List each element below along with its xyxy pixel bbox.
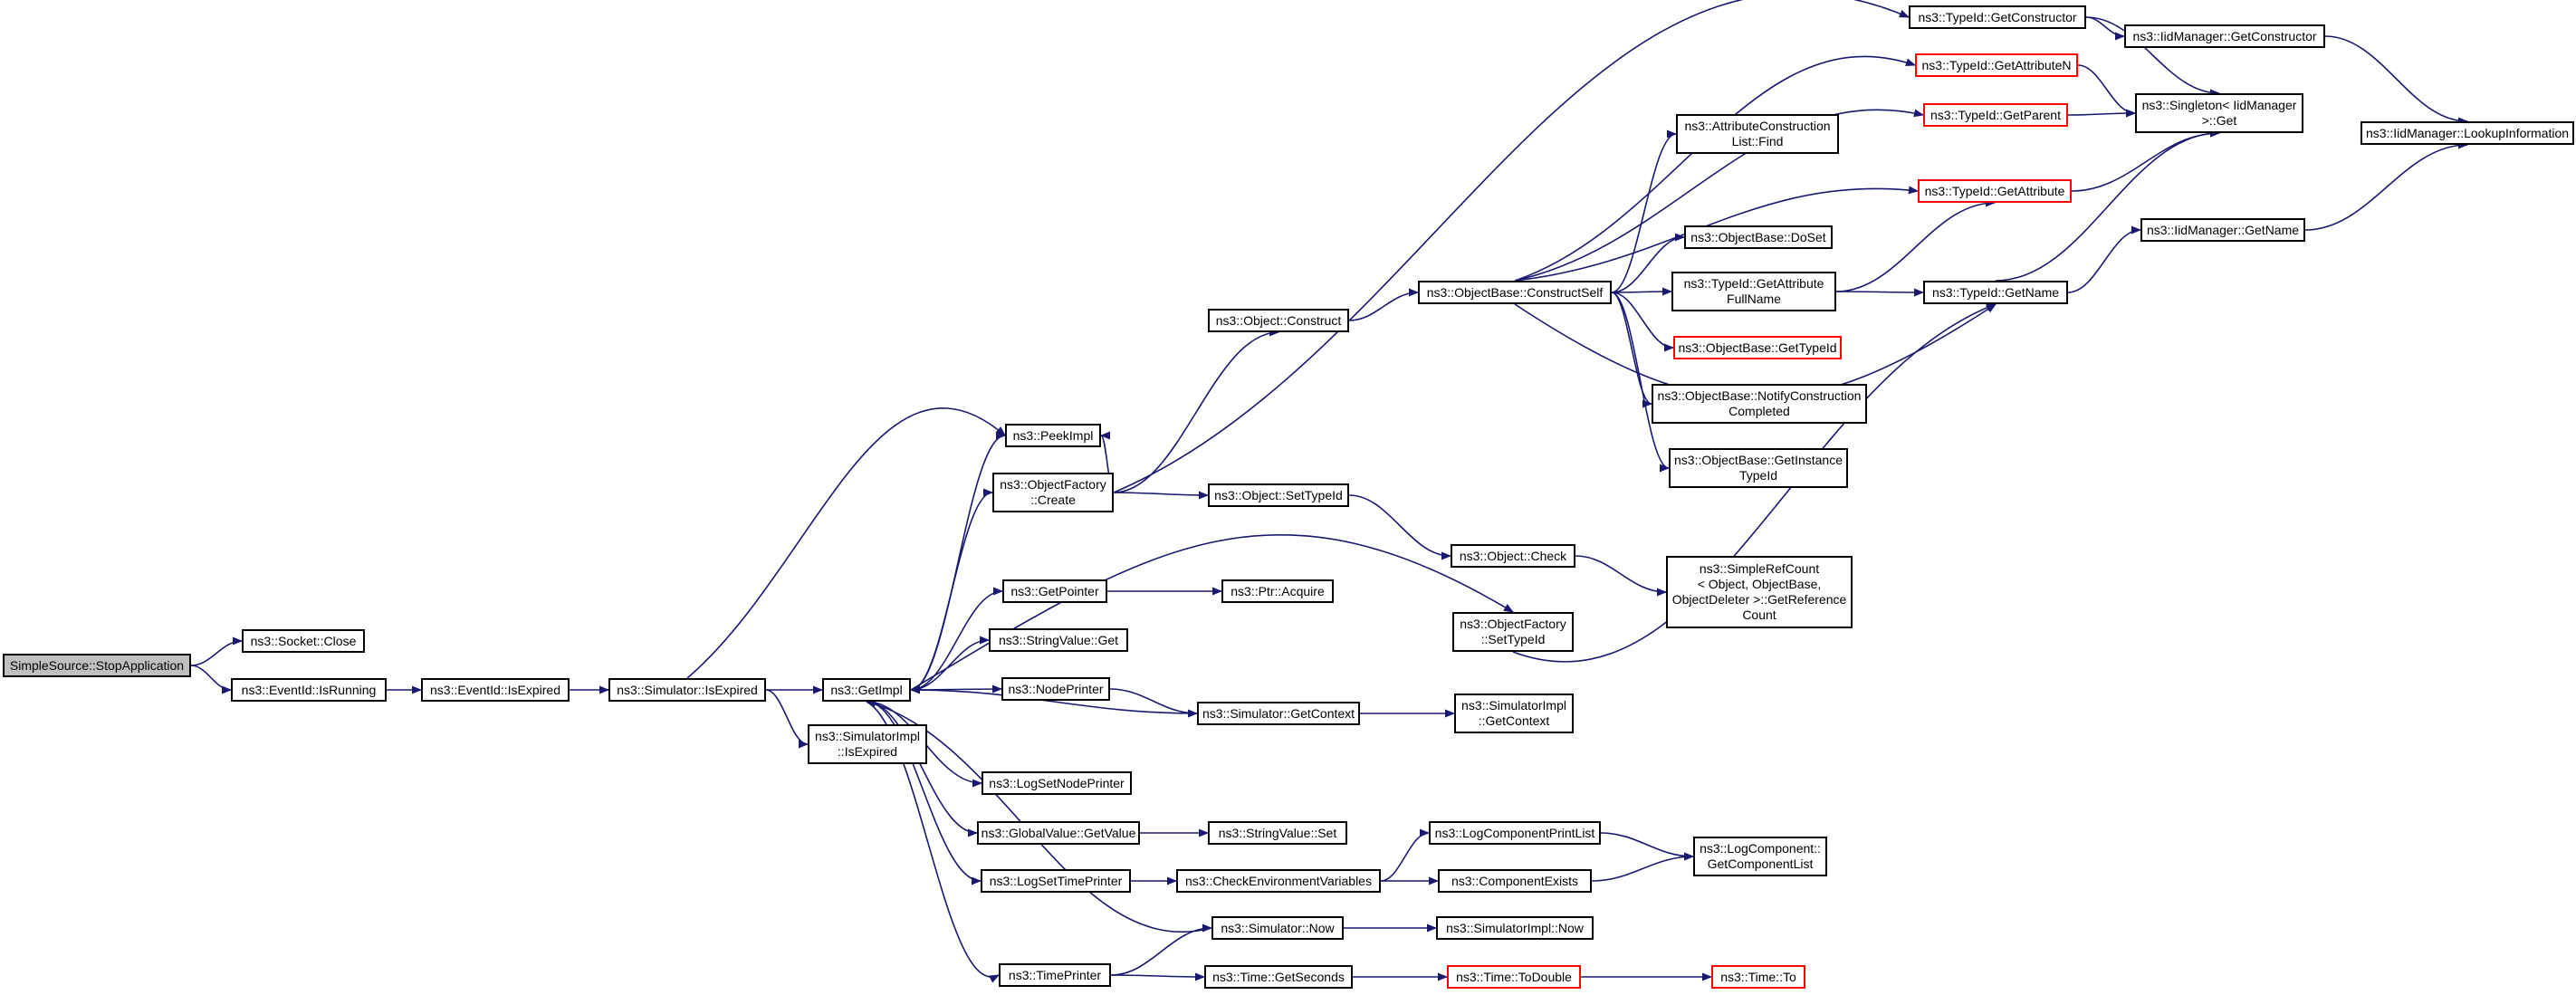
node-ptr-acquire[interactable]: ns3::Ptr::Acquire	[1221, 579, 1334, 603]
call-edge-object_construct-to-objectbase_constructself	[1348, 288, 1420, 321]
node-simulator-isexpired[interactable]: ns3::Simulator::IsExpired	[608, 678, 766, 702]
node-nodeprinter[interactable]: ns3::NodePrinter	[1001, 677, 1110, 701]
call-edge-object_check-to-simplerefcount_getreferencecount	[1575, 555, 1668, 597]
node-objectfactory-create[interactable]: ns3::ObjectFactory ::Create	[992, 473, 1114, 512]
call-edge-getimpl-to-objfactory_create	[910, 488, 994, 691]
node-simulatorimpl-getcontext[interactable]: ns3::SimulatorImpl ::GetContext	[1454, 694, 1574, 733]
call-edge-objectbase_constructself-to-attrconstructionlist_find	[1611, 129, 1678, 293]
call-edge-simulator_getcontext-to-getimpl	[909, 685, 1198, 714]
call-edge-object_settypeid-to-object_check	[1348, 494, 1452, 560]
call-edge-root-to-eventid_isrunning	[190, 665, 233, 694]
node-time-to[interactable]: ns3::Time::To	[1711, 965, 1805, 989]
call-edge-logcomponentprintlist-to-logcomponent_getcomponentlist	[1600, 832, 1695, 861]
call-edge-objectbase_constructself-to-objectbase_getinstancetypeid	[1611, 292, 1671, 473]
node-object-settypeid[interactable]: ns3::Object::SetTypeId	[1208, 483, 1349, 507]
call-edge-getimpl-to-logsettimeprinter	[866, 701, 982, 885]
node-objectbase-gettypeid[interactable]: ns3::ObjectBase::GetTypeId	[1673, 336, 1842, 359]
node-objectbase-notifyconstructioncompleted[interactable]: ns3::ObjectBase::NotifyConstruction Comp…	[1652, 384, 1867, 424]
node-globalvalue-getvalue[interactable]: ns3::GlobalValue::GetValue	[977, 821, 1140, 845]
node-socket-close[interactable]: ns3::Socket::Close	[242, 629, 365, 653]
node-objectbase-doset[interactable]: ns3::ObjectBase::DoSet	[1684, 225, 1833, 249]
call-edge-timeprinter-to-time_getseconds	[1110, 972, 1206, 981]
node-eventid-isexpired[interactable]: ns3::EventId::IsExpired	[421, 678, 570, 702]
node-simulator-getcontext[interactable]: ns3::Simulator::GetContext	[1197, 702, 1360, 725]
node-timeprinter[interactable]: ns3::TimePrinter	[999, 963, 1111, 987]
node-simplerefcount-getreferencecount[interactable]: ns3::SimpleRefCount < Object, ObjectBase…	[1666, 556, 1853, 628]
call-edge-objfactory_create-to-object_settypeid	[1113, 491, 1210, 500]
node-iidmanager-getname[interactable]: ns3::IidManager::GetName	[2140, 218, 2305, 242]
node-getimpl[interactable]: ns3::GetImpl	[822, 678, 911, 702]
node-simplesource-stopapplication[interactable]: SimpleSource::StopApplication	[3, 654, 191, 677]
call-edge-nodeprinter-to-simulator_getcontext	[1109, 688, 1199, 718]
call-edge-simulator_isexpired-to-simimpl_isexpired	[765, 689, 809, 749]
call-edge-getimpl-to-objfactory_settypeid	[910, 534, 1514, 691]
node-object-check[interactable]: ns3::Object::Check	[1451, 544, 1575, 568]
node-stringvalue-set[interactable]: ns3::StringValue::Set	[1208, 821, 1347, 845]
node-singleton-iidmanager-get[interactable]: ns3::Singleton< IidManager >::Get	[2135, 93, 2303, 133]
call-edge-root-to-socket_close	[190, 636, 244, 666]
call-edge-typeid_getattribute-to-singleton_iidmanager_get	[2071, 129, 2221, 192]
node-logsettimeprinter[interactable]: ns3::LogSetTimePrinter	[981, 869, 1131, 893]
node-logsetnodeprinter[interactable]: ns3::LogSetNodePrinter	[982, 771, 1132, 795]
node-iidmanager-lookupinformation[interactable]: ns3::IidManager::LookupInformation	[2361, 121, 2574, 145]
call-edge-typeid_getname-to-iidmanager_getname	[2067, 225, 2142, 293]
call-edge-getimpl-to-globalvalue_getvalue	[866, 701, 979, 837]
call-edge-typeid_getattributefullname-to-typeid_getattribute	[1835, 198, 1997, 292]
node-object-construct[interactable]: ns3::Object::Construct	[1208, 309, 1349, 332]
call-edge-simulator_isexpired-to-peekimpl	[686, 407, 1006, 679]
call-edge-objectbase_constructself-to-objectbase_gettypeid	[1611, 292, 1675, 352]
node-logcomponentprintlist[interactable]: ns3::LogComponentPrintList	[1429, 821, 1601, 845]
call-edge-objfactory_create-to-typeid_getconstructor	[1113, 0, 1910, 493]
node-attributeconstructionlist-find[interactable]: ns3::AttributeConstruction List::Find	[1676, 114, 1839, 154]
call-edge-objectbase_constructself-to-typeid_getattribute	[1514, 186, 1920, 282]
call-edge-componentexists-to-logcomponent_getcomponentlist	[1591, 852, 1695, 882]
node-typeid-getconstructor[interactable]: ns3::TypeId::GetConstructor	[1909, 5, 2086, 29]
node-simulatorimpl-now[interactable]: ns3::SimulatorImpl::Now	[1436, 916, 1594, 940]
call-edge-getimpl-to-getpointer	[910, 587, 1004, 691]
call-edge-checkenvvars-to-logcomponentprintlist	[1380, 828, 1431, 882]
call-edge-typeid_getname-to-singleton_iidmanager_get	[1995, 129, 2221, 282]
node-typeid-getattributen[interactable]: ns3::TypeId::GetAttributeN	[1915, 53, 2078, 77]
node-simulator-now[interactable]: ns3::Simulator::Now	[1211, 916, 1344, 940]
node-time-getseconds[interactable]: ns3::Time::GetSeconds	[1204, 965, 1353, 989]
node-peekimpl[interactable]: ns3::PeekImpl	[1005, 424, 1101, 447]
call-edge-objectbase_constructself-to-objectbase_notifyconstructioncompleted	[1611, 292, 1653, 408]
call-edge-objectbase_constructself-to-objectbase_doset	[1611, 233, 1686, 293]
call-edge-objfactory_create-to-object_construct	[1113, 328, 1280, 493]
node-objectfactory-settypeid[interactable]: ns3::ObjectFactory ::SetTypeId	[1452, 612, 1574, 652]
call-edge-iidmanager_getname-to-iidmanager_lookupinformation	[2304, 140, 2469, 231]
node-logcomponent-getcomponentlist[interactable]: ns3::LogComponent:: GetComponentList	[1693, 837, 1827, 876]
node-time-todouble[interactable]: ns3::Time::ToDouble	[1447, 965, 1581, 989]
node-eventid-isrunning[interactable]: ns3::EventId::IsRunning	[231, 678, 387, 702]
node-iidmanager-getconstructor[interactable]: ns3::IidManager::GetConstructor	[2124, 24, 2325, 48]
call-edge-iidmanager_getconstructor-to-iidmanager_lookupinformation	[2324, 35, 2469, 126]
node-typeid-getattribute[interactable]: ns3::TypeId::GetAttribute	[1918, 179, 2072, 203]
call-edge-typeid_getattributen-to-singleton_iidmanager_get	[2077, 64, 2137, 118]
node-typeid-getname[interactable]: ns3::TypeId::GetName	[1923, 281, 2068, 304]
call-edge-typeid_getparent-to-singleton_iidmanager_get	[2067, 109, 2137, 118]
node-simulatorimpl-isexpired[interactable]: ns3::SimulatorImpl ::IsExpired	[808, 724, 927, 764]
node-typeid-getparent[interactable]: ns3::TypeId::GetParent	[1923, 103, 2068, 127]
node-getpointer[interactable]: ns3::GetPointer	[1002, 579, 1107, 603]
call-edge-typeid_getconstructor-to-singleton_iidmanager_get	[2085, 16, 2221, 98]
call-edge-objectbase_constructself-to-typeid_getparent	[1514, 109, 1925, 282]
call-edge-getimpl-to-stringvalue_get	[910, 636, 991, 691]
call-edge-timeprinter-to-simulator_now	[1110, 923, 1213, 976]
node-checkenvironmentvariables[interactable]: ns3::CheckEnvironmentVariables	[1176, 869, 1381, 893]
node-stringvalue-get[interactable]: ns3::StringValue::Get	[989, 628, 1128, 652]
node-objectbase-constructself[interactable]: ns3::ObjectBase::ConstructSelf	[1418, 281, 1612, 304]
node-componentexists[interactable]: ns3::ComponentExists	[1438, 869, 1592, 893]
node-typeid-getattributefullname[interactable]: ns3::TypeId::GetAttribute FullName	[1671, 272, 1836, 311]
node-objectbase-getinstancetypeid[interactable]: ns3::ObjectBase::GetInstance TypeId	[1669, 448, 1848, 488]
